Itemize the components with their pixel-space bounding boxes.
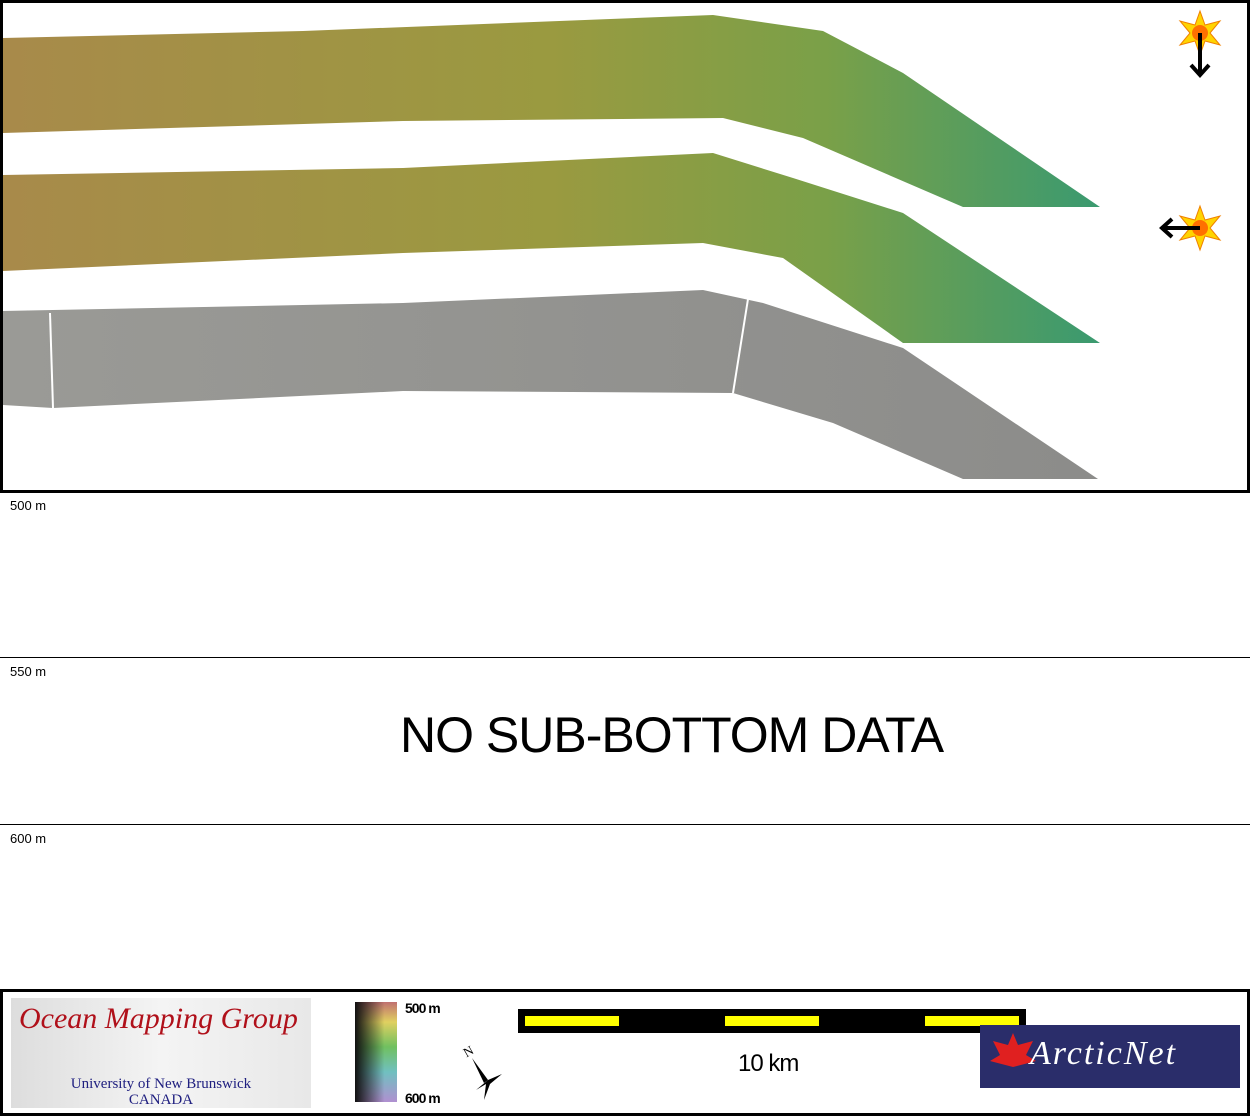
- bathymetry-swath-middle: [3, 153, 1100, 343]
- depth-label-600: 600 m: [10, 831, 47, 846]
- sun-illumination-icon-east: [1159, 204, 1222, 252]
- ocean-mapping-group-logo: Ocean Mapping Group University of New Br…: [11, 998, 311, 1108]
- legend-footer: Ocean Mapping Group University of New Br…: [0, 989, 1250, 1116]
- backscatter-swath: [3, 290, 1098, 479]
- colorbar-bottom-label: 600 m: [405, 1090, 441, 1106]
- swath-map-panel: [0, 0, 1250, 493]
- scale-bar: [518, 1009, 1026, 1033]
- swath-layers: [3, 9, 1222, 479]
- depth-label-500: 500 m: [10, 498, 47, 513]
- colorbar-top-label: 500 m: [405, 1000, 441, 1016]
- north-arrow-icon: N: [461, 1042, 502, 1100]
- arcticnet-logo: ArcticNet: [980, 1025, 1240, 1088]
- scale-bar-label: 10 km: [738, 1050, 799, 1077]
- no-subbottom-message: NO SUB-BOTTOM DATA: [400, 707, 944, 763]
- depth-colorbar: [355, 1002, 397, 1102]
- bathymetry-swath-top: [3, 15, 1100, 207]
- depth-line-600: [0, 824, 1250, 825]
- depth-line-550: [0, 657, 1250, 658]
- sun-illumination-icon-north: [1178, 9, 1222, 78]
- svg-text:N: N: [461, 1042, 477, 1060]
- depth-label-550: 550 m: [10, 664, 47, 679]
